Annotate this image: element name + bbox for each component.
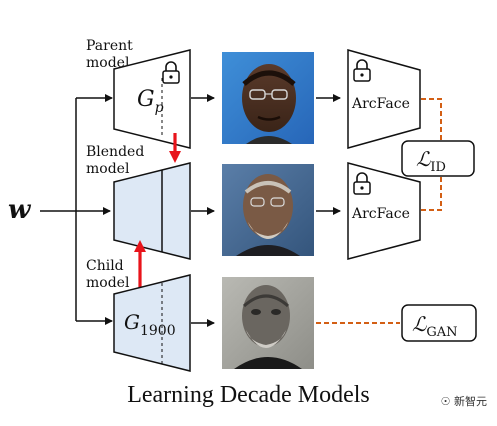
parent-lock-icon — [162, 61, 180, 84]
blended-label-line2: model — [86, 161, 130, 177]
parent-generator-symbol: Gp — [137, 87, 164, 116]
blended-label-line1: Blended — [86, 144, 144, 160]
loss-id-label: ℒID — [416, 147, 446, 175]
child-face-image — [222, 277, 314, 369]
parent-label-line1: Parent — [86, 38, 133, 54]
input-w-label: w — [8, 195, 32, 225]
arcface-bottom-lock-icon — [353, 172, 371, 195]
blended-face-image — [222, 164, 314, 256]
arcface-top-label: ArcFace — [351, 96, 410, 112]
parent-model-label: Parent model — [86, 38, 137, 71]
watermark-text: 新智元 — [454, 395, 487, 408]
arcface-top: ArcFace — [347, 49, 421, 149]
child-generator-symbol: G1900 — [124, 310, 176, 339]
arcface-bottom: ArcFace — [347, 162, 421, 260]
blended-generator — [113, 162, 191, 260]
loss-gan-box: ℒGAN — [401, 304, 477, 342]
child-model-label: Child model — [86, 258, 130, 291]
arcface-top-lock-icon — [353, 59, 371, 82]
arcface-bottom-to-loss-id-link — [421, 172, 442, 211]
arcface-top-to-loss-id-link — [421, 98, 442, 145]
wechat-icon: ☉ — [440, 395, 451, 408]
parent-face-image — [222, 52, 314, 144]
child-generator: G1900 — [113, 274, 191, 372]
figure-caption: Learning Decade Models — [127, 382, 370, 408]
arcface-bottom-label: ArcFace — [351, 206, 410, 222]
loss-gan-label: ℒGAN — [412, 312, 458, 340]
child-label-line1: Child — [86, 258, 124, 274]
blended-model-label: Blended model — [86, 144, 149, 177]
child-label-line2: model — [86, 275, 130, 291]
watermark: ☉ 新智元 — [441, 393, 487, 409]
loss-id-box: ℒID — [401, 140, 475, 177]
parent-generator: Gp — [113, 49, 191, 149]
